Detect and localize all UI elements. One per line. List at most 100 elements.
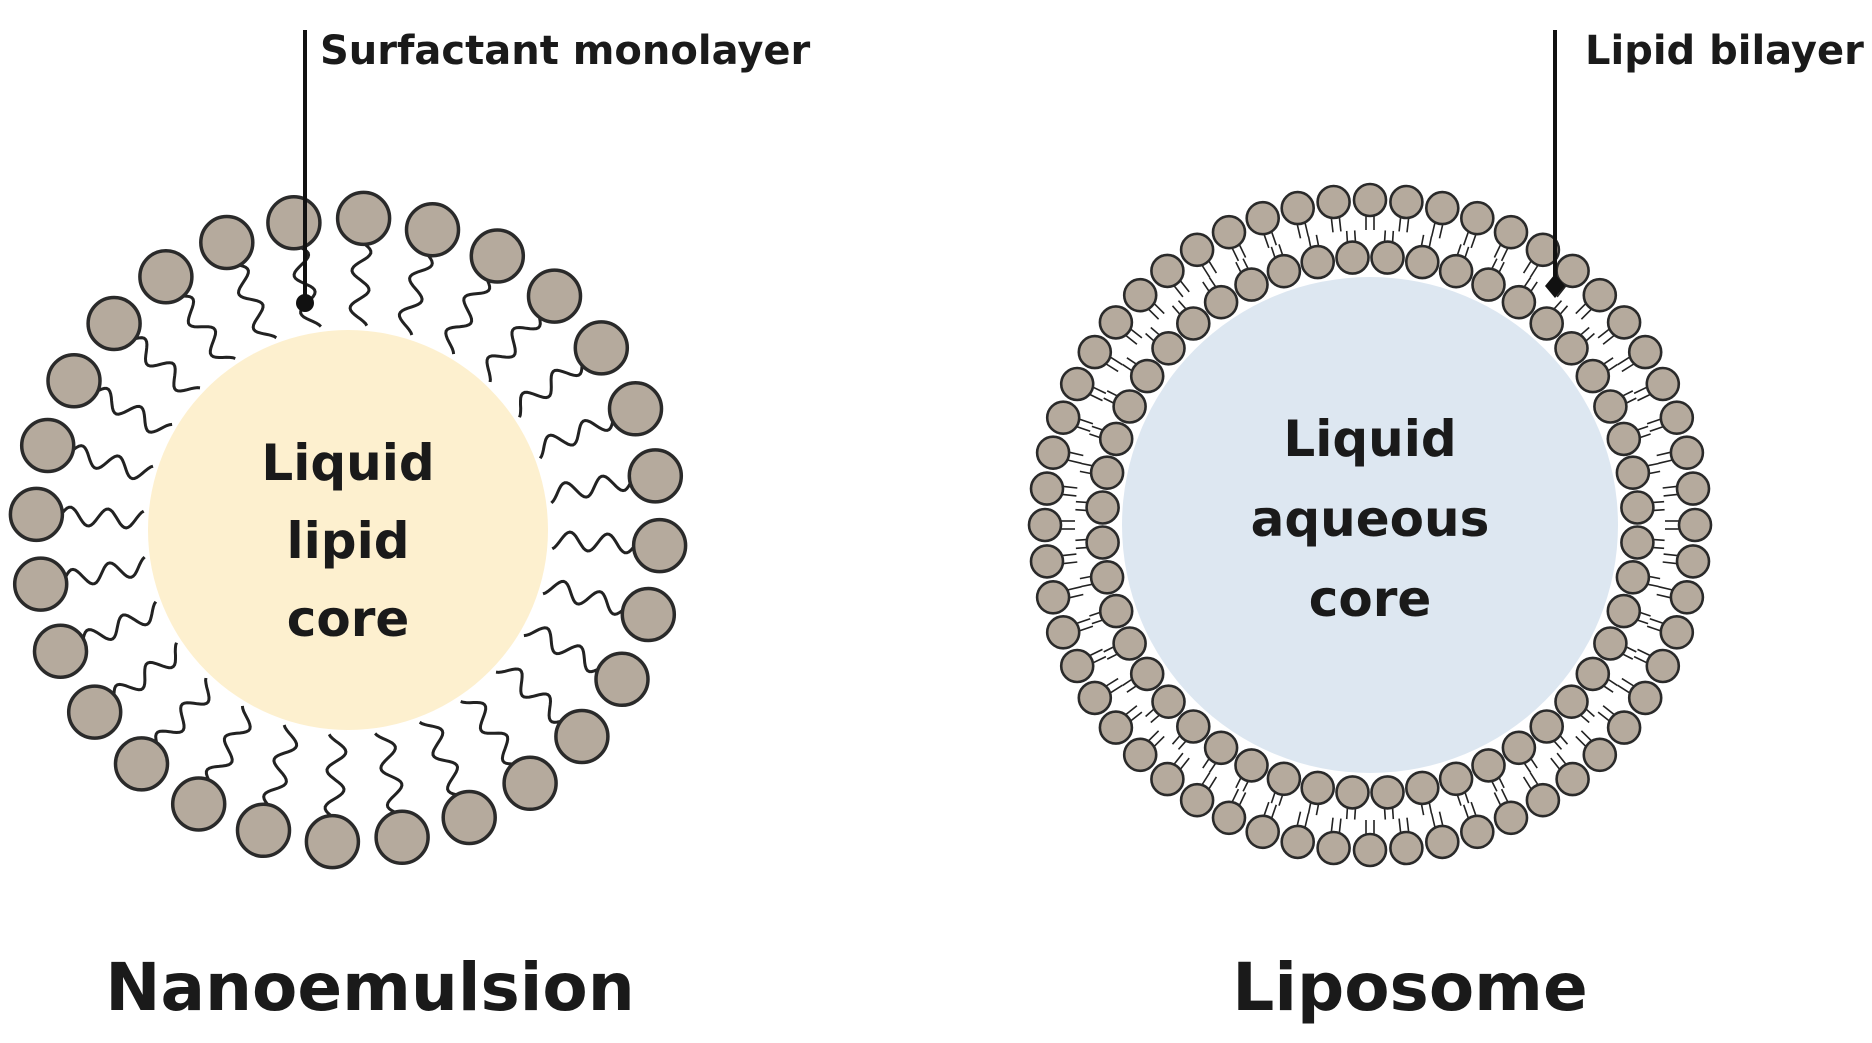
lipid-tail (1622, 653, 1634, 660)
lipid-head (1554, 330, 1589, 366)
lipid-core-label-3: core (287, 590, 410, 648)
surfactant-head (620, 586, 677, 643)
lipid-head (1129, 358, 1165, 394)
lipid-tail (1626, 397, 1637, 404)
lipid-tail (1106, 653, 1118, 660)
lipid-tail (1653, 538, 1665, 542)
monolayer-pointer-dot (296, 294, 314, 312)
lipid-tail (1231, 788, 1240, 803)
lipid-tail (1353, 808, 1357, 820)
lipid-head (1405, 770, 1440, 806)
lipid-head (1211, 214, 1247, 250)
lipid-tail (1148, 308, 1160, 320)
lipid-head (1627, 680, 1663, 716)
lipid-tail (1637, 425, 1649, 431)
surfactant-head (441, 789, 497, 846)
lipid-head (1098, 421, 1134, 457)
lipid-tail (1580, 730, 1592, 742)
lipid-tail (1126, 685, 1137, 693)
lipid-head (1501, 730, 1537, 766)
surfactant-head (594, 651, 650, 708)
surfactant-head (46, 352, 102, 409)
lipid-tail (1420, 234, 1425, 246)
lipid-tail (1338, 818, 1342, 833)
lipid-tail (1125, 334, 1138, 345)
lipid-tail (1208, 277, 1217, 288)
lipid-tail (1406, 817, 1410, 832)
aqueous-core-label-2: aqueous (1251, 490, 1490, 548)
lipid-head (1370, 775, 1405, 810)
lipid-tail (1603, 357, 1614, 365)
lipid-tail (1238, 244, 1247, 258)
lipid-tail (1150, 326, 1160, 336)
lipid-tail (1456, 244, 1462, 256)
lipid-tail (1653, 508, 1665, 512)
lipid-tail (1067, 459, 1082, 465)
lipid-tail (1529, 265, 1539, 278)
lipid-tail (1263, 234, 1270, 249)
lipid-tail (1105, 677, 1119, 687)
lipid-head (1089, 455, 1125, 491)
lipid-tail (1201, 265, 1211, 278)
lipid-tail (1603, 685, 1614, 693)
lipid-head (1501, 284, 1537, 320)
lipid-head (1645, 648, 1681, 684)
lipid-head (1352, 182, 1388, 218)
surfactant-head (199, 214, 255, 271)
bilayer-pointer-dot (1545, 274, 1565, 298)
lipid-tail (1075, 538, 1087, 542)
surfactant-tail (348, 241, 373, 327)
lipid-head (1593, 389, 1628, 424)
lipid-tail (1130, 711, 1143, 722)
lipid-tail (1585, 708, 1595, 718)
lipid-tail (1585, 332, 1595, 342)
lipid-tail (1315, 234, 1320, 246)
lipid-head (1179, 232, 1215, 268)
lipid-head (1266, 761, 1302, 797)
lipid-tail (1092, 386, 1107, 395)
lipid-head (1151, 684, 1186, 720)
lipid-tail (1617, 356, 1630, 366)
lipid-tail (1089, 393, 1103, 402)
lipid-tail (1622, 390, 1634, 397)
lipid-tail (1235, 261, 1242, 273)
lipid-tail (1607, 363, 1618, 372)
lipid-head (1627, 334, 1663, 370)
lipid-tail (1075, 546, 1087, 550)
lipid-tail (1646, 625, 1661, 632)
surfactant-head (8, 486, 65, 543)
lipid-head (1529, 306, 1564, 341)
lipid-head (1045, 400, 1081, 436)
lipid-head (1335, 240, 1370, 275)
lipid-head (1112, 626, 1147, 661)
lipid-head (1677, 507, 1713, 543)
lipid-tail (1575, 735, 1587, 747)
lipid-tail (1242, 258, 1249, 269)
lipid-head (1176, 709, 1211, 744)
lipid-tail (1662, 485, 1677, 489)
lipid-tail (1522, 260, 1532, 274)
surfactant-tail (154, 677, 211, 747)
lipid-head (1077, 334, 1113, 370)
lipid-head (1045, 614, 1081, 650)
surfactant-head (12, 556, 69, 612)
lipid-tail (1523, 277, 1532, 288)
lipid-tail (1649, 575, 1661, 580)
lipid-tail (1575, 303, 1587, 315)
lipid-tail (1491, 258, 1498, 269)
lipid-tail (1063, 561, 1078, 565)
lipid-tail (1270, 246, 1276, 258)
lipid-tail (1580, 326, 1590, 336)
lipid-tail (1145, 332, 1155, 342)
lipid-tail (1438, 811, 1444, 826)
lipid-tail (1398, 217, 1402, 232)
lipid-tail (1330, 218, 1334, 233)
lipid-tail (1296, 811, 1302, 826)
lipid-head (1438, 761, 1474, 797)
lipid-tail (1307, 802, 1312, 814)
lipid-tail (1091, 619, 1103, 625)
lipid-tail (1556, 752, 1567, 765)
lipid-tail (1091, 425, 1103, 431)
lipid-head (1460, 200, 1495, 236)
